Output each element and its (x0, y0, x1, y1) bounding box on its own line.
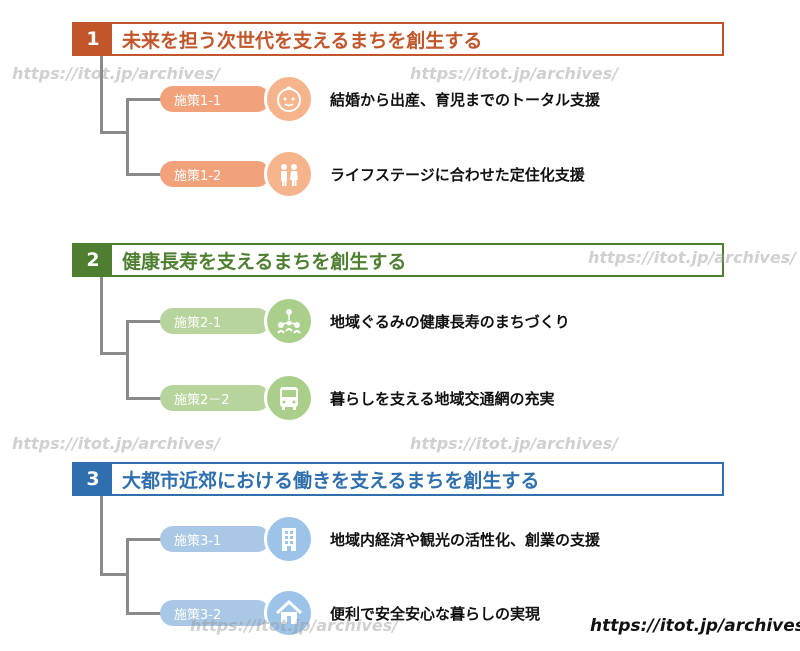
goal-3-tree-line (100, 496, 103, 576)
family-icon (264, 149, 314, 199)
goal-3-header: 3 大都市近郊における働きを支えるまちを創生する (72, 462, 724, 496)
goal-3-tree-branch (100, 573, 128, 576)
watermark: https://itot.jp/archives/ (588, 248, 797, 267)
watermark: https://itot.jp/archives/ (12, 64, 221, 83)
goal-2-header: 2 健康長寿を支えるまちを創生する (72, 243, 724, 277)
watermark: https://itot.jp/archives/ (190, 616, 399, 635)
baby-face-icon (264, 74, 314, 124)
watermark: https://itot.jp/archives/ (12, 434, 221, 453)
goal-2-title: 健康長寿を支えるまちを創生する (122, 250, 407, 273)
goal-2-tree-branch-1 (126, 320, 166, 323)
goal-2-number: 2 (74, 245, 112, 275)
house-icon (264, 588, 314, 638)
goal-2-tree-branch (100, 352, 128, 355)
measure-1-1-pill: 施策1-1 (160, 86, 270, 112)
goal-1-tree-branch-2 (126, 173, 166, 176)
measure-2-1-pill: 施策2-1 (160, 308, 270, 334)
watermark: https://itot.jp/archives/ (410, 434, 619, 453)
goal-1-tree-line-2 (126, 98, 129, 176)
watermark: https://itot.jp/archives/ (590, 616, 800, 636)
measure-3-2-label: 便利で安全安心な暮らしの実現 (330, 605, 541, 623)
measure-2-1-label: 地域ぐるみの健康長寿のまちづくり (330, 313, 570, 331)
bus-icon (264, 373, 314, 423)
building-icon (264, 514, 314, 564)
measure-3-1-label: 地域内経済や観光の活性化、創業の支援 (330, 531, 601, 549)
measure-3-1-pill: 施策3-1 (160, 526, 270, 552)
measure-1-2-label: ライフステージに合わせた定住化支援 (330, 166, 585, 184)
goal-1-tree-branch-1 (126, 98, 166, 101)
goal-3-number: 3 (74, 464, 112, 494)
measure-2-2-label: 暮らしを支える地域交通網の充実 (330, 390, 555, 408)
goal-1-tree-line (100, 56, 103, 134)
goal-2-tree-line (100, 277, 103, 355)
goal-1-header: 1 未来を担う次世代を支えるまちを創生する (72, 22, 724, 56)
measure-1-2-pill: 施策1-2 (160, 161, 270, 187)
goal-2-tree-line-2 (126, 320, 129, 400)
goal-3-tree-branch-1 (126, 538, 166, 541)
goal-2-tree-branch-2 (126, 397, 166, 400)
goal-1-tree-branch (100, 131, 128, 134)
goal-1-title: 未来を担う次世代を支えるまちを創生する (122, 29, 483, 52)
measure-2-2-pill: 施策2－2 (160, 385, 270, 411)
goal-3-tree-branch-2 (126, 612, 166, 615)
goal-3-tree-line-2 (126, 538, 129, 615)
goal-3-title: 大都市近郊における働きを支えるまちを創生する (122, 469, 540, 492)
community-icon (264, 296, 314, 346)
watermark: https://itot.jp/archives/ (410, 64, 619, 83)
measure-3-2-pill: 施策3-2 (160, 600, 270, 626)
measure-1-1-label: 結婚から出産、育児までのトータル支援 (330, 91, 601, 109)
goal-1-number: 1 (74, 24, 112, 54)
